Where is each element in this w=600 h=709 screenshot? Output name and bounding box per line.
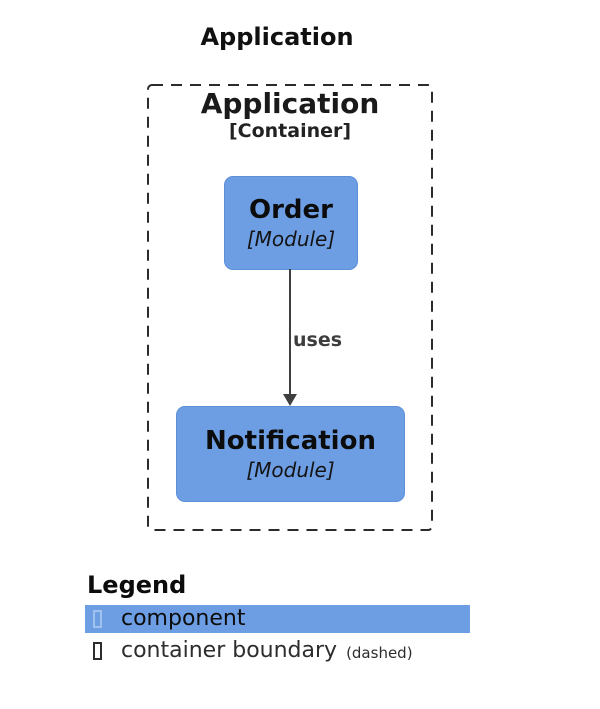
node-order-type-label: [Module] — [246, 227, 336, 251]
boundary-swatch-icon — [93, 642, 102, 660]
legend-item-boundary-label: container boundary — [121, 638, 338, 663]
legend-item-component: component — [85, 605, 470, 633]
node-notification: Notification [Module] — [176, 406, 405, 502]
container-type-label: [Container] — [228, 120, 352, 142]
node-notification-type-label: [Module] — [246, 458, 335, 482]
diagram-title: Application — [200, 23, 354, 51]
container-boundary — [147, 84, 433, 531]
node-notification-name: Notification — [205, 426, 376, 456]
legend-item-component-label: component — [121, 606, 246, 631]
legend-item-container-boundary: container boundary (dashed) — [85, 637, 470, 665]
edge-label: uses — [293, 329, 343, 351]
node-order-name: Order — [249, 195, 333, 225]
legend-title: Legend — [87, 571, 187, 599]
edge-order-uses-notification — [283, 269, 297, 406]
legend-item-boundary-note: (dashed) — [346, 644, 413, 662]
component-swatch-icon — [93, 610, 102, 628]
container-name: Application — [200, 87, 380, 120]
container-boundary-border — [147, 84, 433, 531]
node-order: Order [Module] — [224, 176, 358, 270]
arrowhead-down-icon — [283, 394, 297, 406]
